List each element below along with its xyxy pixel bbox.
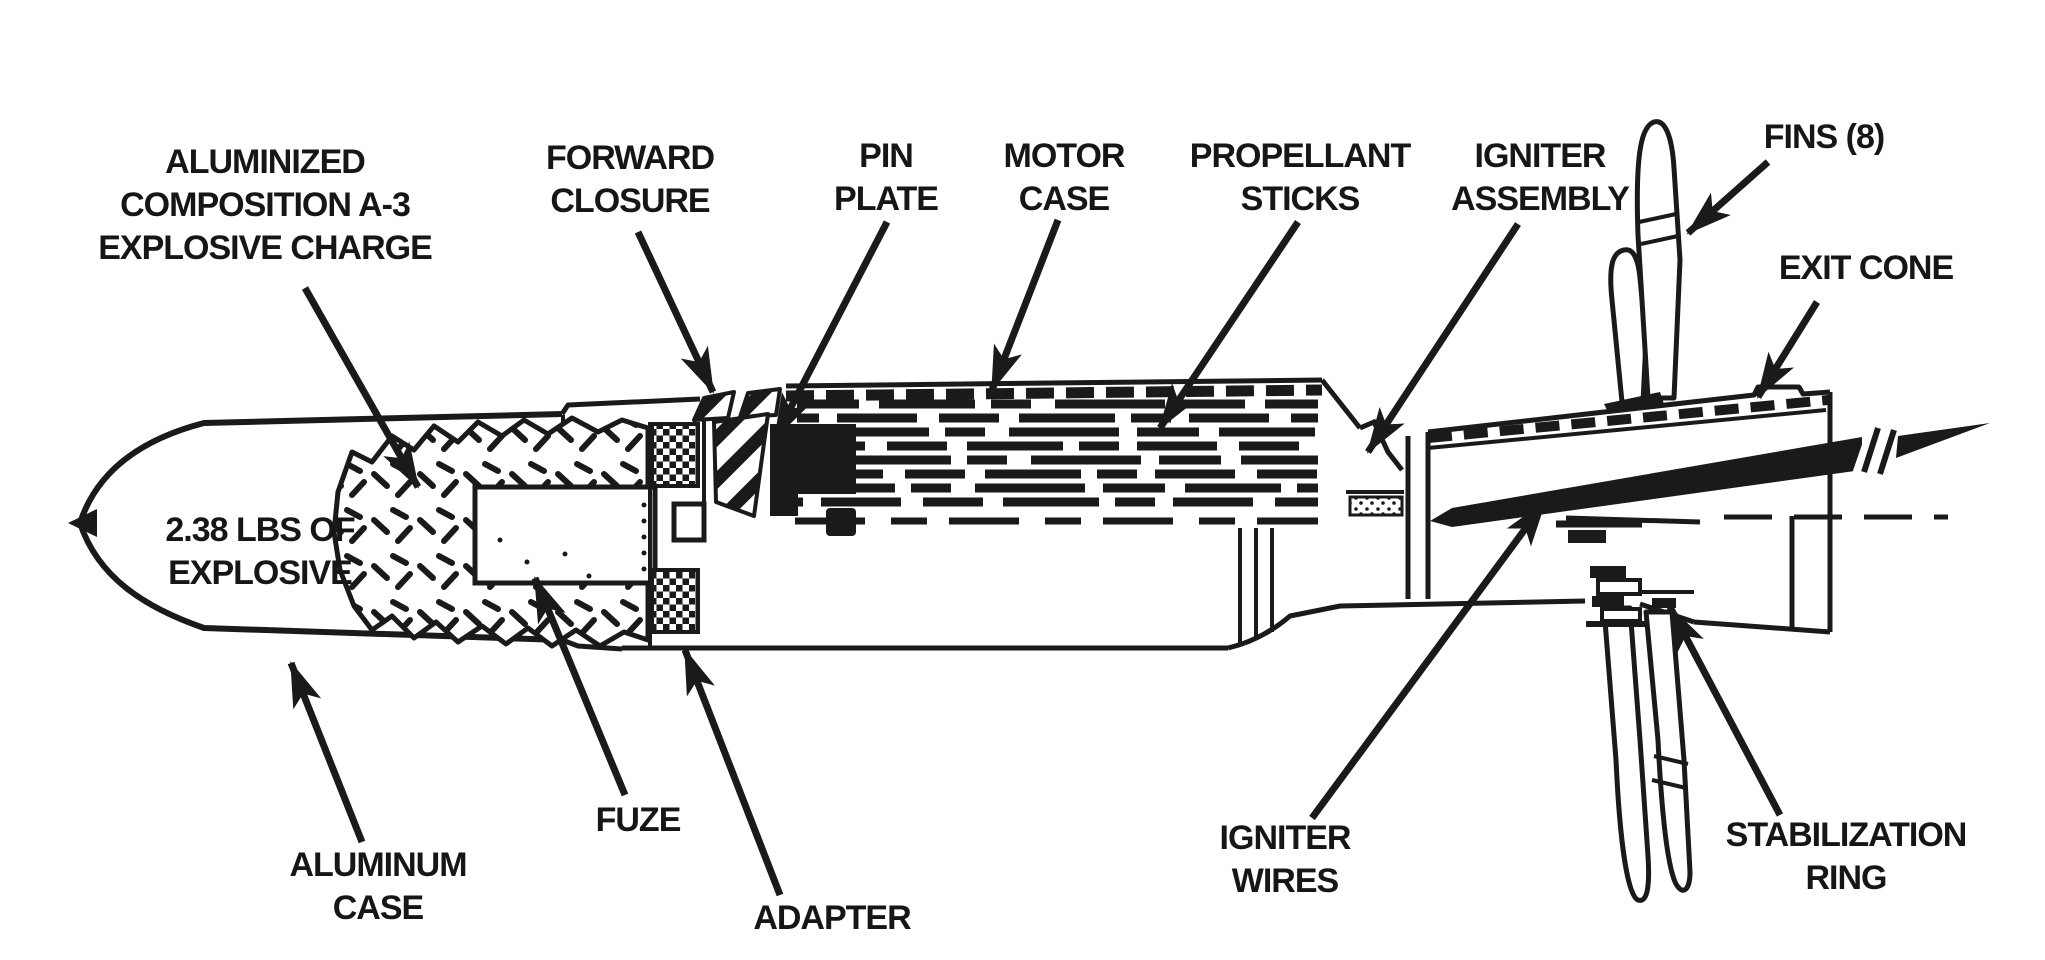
forward-closure-part: [692, 387, 782, 518]
label-aluminum-case: ALUMINUM CASE: [289, 844, 467, 930]
label-line: IGNITER: [1219, 819, 1352, 857]
explosive-charge-hatch: [331, 415, 658, 649]
label-exit-cone: EXIT CONE: [1778, 247, 1954, 290]
label-line: ALUMINIZED: [165, 143, 366, 181]
label-stabilization-ring: STABILIZATION RING: [1725, 814, 1968, 900]
label-propellant-sticks: PROPELLANT STICKS: [1189, 135, 1411, 221]
label-line: CASE: [1018, 180, 1110, 218]
label-line: STABILIZATION: [1725, 816, 1968, 854]
leader-stabilization-ring: [1666, 605, 1784, 817]
label-line: ALUMINUM: [289, 846, 467, 884]
label-motor-case: MOTOR CASE: [1003, 135, 1126, 221]
label-line: EXIT CONE: [1778, 249, 1954, 287]
leader-exit-cone: [1755, 300, 1820, 399]
leader-propellant-sticks: [1157, 220, 1301, 430]
stabilization-ring-part: [1556, 520, 1694, 627]
label-line: MOTOR: [1003, 137, 1126, 175]
break-gap: [1851, 421, 1883, 479]
leader-arrows: [287, 159, 1820, 897]
fins-lower: [1601, 605, 1693, 903]
fins-upper: [1604, 119, 1683, 412]
label-forward-closure: FORWARD CLOSURE: [545, 137, 715, 223]
label-line: PIN: [859, 137, 914, 175]
label-line: COMPOSITION A-3: [120, 186, 411, 224]
label-igniter-wires: IGNITER WIRES: [1219, 817, 1352, 903]
leader-adapter: [681, 648, 784, 897]
label-adapter: ADAPTER: [753, 897, 911, 940]
nose-tip: [68, 509, 97, 537]
label-line: 2.38 LBS OF: [165, 511, 355, 549]
leader-fins: [1685, 159, 1771, 236]
label-line: FINS (8): [1763, 118, 1885, 156]
igniter-assembly-part: [1346, 418, 1431, 599]
label-fins-8: FINS (8): [1763, 116, 1885, 159]
label-line: ASSEMBLY: [1451, 180, 1630, 218]
label-line: STICKS: [1240, 180, 1361, 218]
fuze-pin-square: [671, 501, 707, 543]
label-line: IGNITER: [1474, 137, 1607, 175]
leader-aluminized-charge: [301, 286, 422, 489]
leader-motor-case: [988, 218, 1062, 392]
leader-fuze: [531, 576, 629, 797]
fin-base-bracket: [1604, 392, 1664, 412]
label-line: RING: [1805, 859, 1888, 897]
label-line: ADAPTER: [753, 899, 911, 937]
label-igniter-assembly: IGNITER ASSEMBLY: [1451, 135, 1630, 221]
label-line: CLOSURE: [550, 182, 710, 220]
leader-igniter-assembly: [1365, 222, 1521, 454]
wire-spike: [1896, 423, 1990, 458]
adapter-block-top: [650, 422, 700, 488]
adapter-assembly: [648, 420, 707, 646]
propellant-sticks-part: [795, 399, 1318, 525]
label-line: EXPLOSIVE CHARGE: [98, 229, 433, 267]
label-pin-plate: PIN PLATE: [834, 135, 939, 221]
cavity-speckles: [497, 502, 647, 579]
motor-case-part: [622, 377, 1586, 651]
label-fuze: FUZE: [595, 799, 682, 842]
leader-aluminum-case: [287, 661, 366, 844]
adapter-block-bottom: [650, 568, 700, 634]
label-line: FORWARD: [545, 139, 715, 177]
exit-cone-part: [1427, 384, 1948, 635]
leader-forward-closure: [634, 230, 717, 394]
fuze-cavity: [472, 484, 658, 586]
label-line: PROPELLANT: [1189, 137, 1411, 175]
leader-igniter-wires: [1309, 499, 1548, 821]
label-line: EXPLOSIVE: [168, 554, 353, 592]
label-line: CASE: [332, 889, 424, 927]
leader-pin-plate: [771, 220, 891, 440]
label-explosive-weight: 2.38 LBS OF EXPLOSIVE: [165, 509, 355, 595]
label-line: FUZE: [595, 801, 682, 839]
label-line: WIRES: [1231, 862, 1339, 900]
label-line: PLATE: [834, 180, 939, 218]
